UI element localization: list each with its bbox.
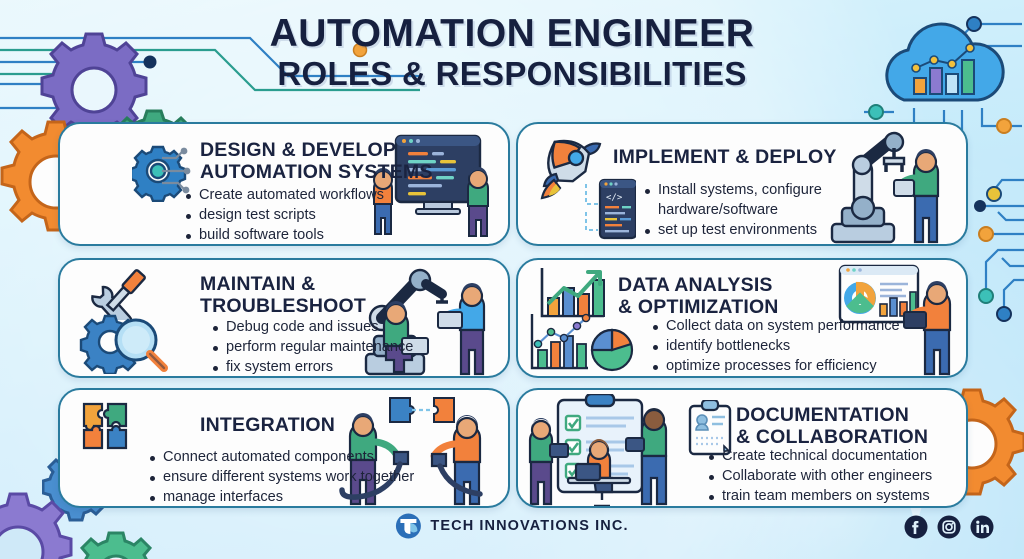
card-bullet-list: Debug code and issues perform regular ma… bbox=[212, 318, 413, 376]
list-item: set up test environments bbox=[644, 221, 822, 241]
card-bullet-list: Create technical documentation Collabora… bbox=[708, 447, 932, 506]
puzzle-pieces-icon bbox=[82, 402, 128, 450]
list-item: design test scripts bbox=[185, 206, 384, 226]
facebook-icon[interactable] bbox=[904, 515, 928, 539]
instagram-icon[interactable] bbox=[937, 515, 961, 539]
team-with-checklist-board bbox=[528, 394, 668, 506]
list-item: Collaborate with other engineers bbox=[708, 467, 932, 487]
card-bullet-list: Install systems, configure hardware/soft… bbox=[644, 181, 822, 241]
page-footer: TECH INNOVATIONS INC. bbox=[0, 511, 1024, 545]
card-title: IMPLEMENT & DEPLOY bbox=[613, 146, 837, 168]
card-title: MAINTAIN & TROUBLESHOOT bbox=[200, 273, 366, 318]
list-item: perform regular maintenance bbox=[212, 338, 413, 358]
tech-innovations-logo bbox=[395, 513, 421, 539]
list-item: build software tools bbox=[185, 226, 384, 244]
list-item: Debug code and issues bbox=[212, 318, 413, 338]
page-title: AUTOMATION ENGINEER bbox=[269, 12, 755, 55]
list-item: Install systems, configure hardware/soft… bbox=[644, 181, 822, 221]
robot-arm-with-engineer bbox=[830, 131, 940, 244]
list-item: ensure different systems work together bbox=[149, 468, 414, 488]
brand: TECH INNOVATIONS INC. bbox=[395, 513, 628, 539]
list-item: identify bottlenecks bbox=[652, 337, 900, 357]
list-item: Connect automated components bbox=[149, 448, 414, 468]
brand-name: TECH INNOVATIONS INC. bbox=[430, 518, 629, 534]
card-bullet-list: Create automated workflows design test s… bbox=[185, 186, 384, 244]
card-title: DESIGN & DEVELOP AUTOMATION SYSTEMS bbox=[200, 139, 433, 184]
card-documentation-collaboration[interactable]: DOCUMENTATION & COLLABORATION Create tec… bbox=[516, 388, 968, 508]
card-title: DOCUMENTATION & COLLABORATION bbox=[736, 404, 929, 449]
list-item: Create automated workflows bbox=[185, 186, 384, 206]
card-data-analysis-optimization[interactable]: DATA ANALYSIS & OPTIMIZATION Collect dat… bbox=[516, 258, 968, 378]
card-design-develop[interactable]: DESIGN & DEVELOP AUTOMATION SYSTEMS Crea… bbox=[58, 122, 510, 246]
card-title: DATA ANALYSIS & OPTIMIZATION bbox=[618, 274, 779, 319]
list-item: fix system errors bbox=[212, 358, 413, 376]
card-maintain-troubleshoot[interactable]: MAINTAIN & TROUBLESHOOT Debug code and i… bbox=[58, 258, 510, 378]
gear-magnifier-icon bbox=[79, 314, 168, 374]
linkedin-icon[interactable] bbox=[970, 515, 994, 539]
card-bullet-list: Collect data on system performance ident… bbox=[652, 317, 900, 376]
code-window-icon: </> bbox=[585, 178, 636, 240]
social-links bbox=[904, 515, 994, 539]
card-title: INTEGRATION bbox=[200, 414, 336, 436]
card-integration[interactable]: INTEGRATION Connect automated components… bbox=[58, 388, 510, 508]
page-header: AUTOMATION ENGINEER ROLES & RESPONSIBILI… bbox=[0, 12, 1024, 93]
list-item: optimize processes for efficiency bbox=[652, 357, 900, 376]
line-chart-pie-icon bbox=[530, 313, 634, 372]
svg-text:</>: </> bbox=[606, 193, 623, 203]
list-item: Create technical documentation bbox=[708, 447, 932, 467]
list-item: train team members on systems bbox=[708, 487, 932, 506]
list-item: manage interfaces bbox=[149, 488, 414, 506]
card-implement-deploy[interactable]: </> IMPLEMENT & DEPLOY bbox=[516, 122, 968, 246]
list-item: Collect data on system performance bbox=[652, 317, 900, 337]
card-bullet-list: Connect automated components ensure diff… bbox=[149, 448, 414, 506]
page-subtitle: ROLES & RESPONSIBILITIES bbox=[277, 54, 747, 92]
